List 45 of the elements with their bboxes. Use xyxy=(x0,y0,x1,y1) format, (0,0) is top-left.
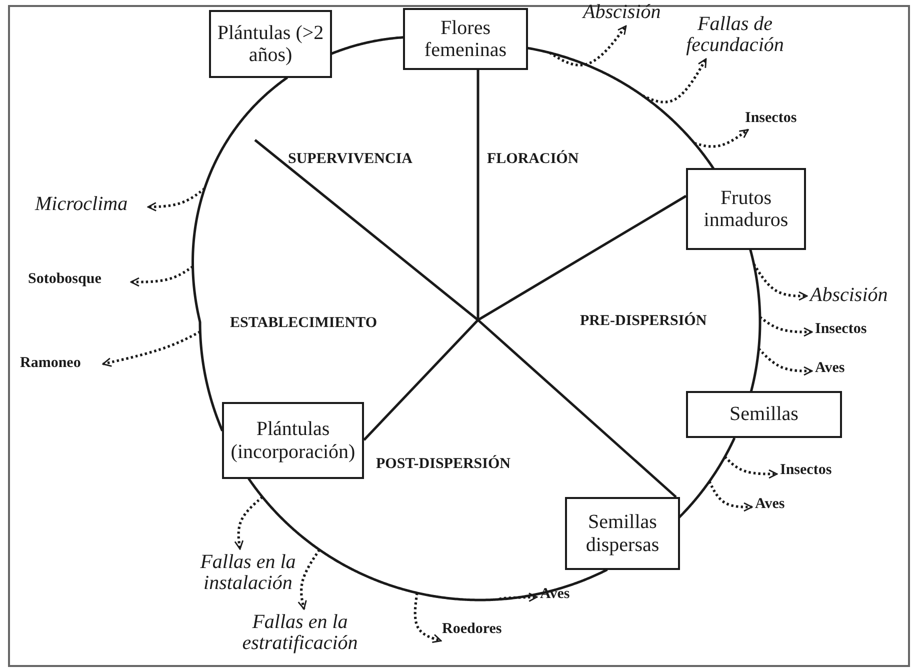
factor-label: Insectos xyxy=(815,322,895,338)
loss-arrow xyxy=(548,25,628,66)
factor-label: Aves xyxy=(755,497,815,513)
loss-arrow xyxy=(298,549,320,610)
factor-label: Fallas en la instalación xyxy=(190,552,306,594)
loss-arrow xyxy=(147,188,206,212)
loss-arrow xyxy=(708,480,753,512)
cycle-arc xyxy=(247,477,608,602)
loss-arrow xyxy=(102,330,201,367)
factor-label: Abscisión xyxy=(583,2,673,23)
phase-label: SUPERVIVENCIA xyxy=(288,151,412,168)
phase-label: PRE-DISPERSIÓN xyxy=(580,313,707,330)
stage-box: Plántulas (>2 años) xyxy=(209,10,332,78)
cycle-arc xyxy=(330,36,406,55)
factor-label: Roedores xyxy=(442,622,522,638)
cycle-arc xyxy=(749,248,762,394)
loss-arrow xyxy=(498,592,538,602)
cycle-arc xyxy=(192,76,289,432)
factor-label: Sotobosque xyxy=(28,272,128,288)
factor-label: Insectos xyxy=(745,111,825,127)
loss-arrow xyxy=(234,496,264,550)
loss-arrow xyxy=(694,128,749,148)
factor-label: Aves xyxy=(815,361,875,377)
factor-label: Fallas de fecundación xyxy=(676,14,794,56)
factor-label: Ramoneo xyxy=(20,356,100,372)
loss-arrow xyxy=(752,264,808,301)
loss-arrow xyxy=(759,316,813,337)
phase-label: ESTABLECIMIENTO xyxy=(230,315,377,332)
factor-label: Microclima xyxy=(35,194,145,215)
phase-label: FLORACIÓN xyxy=(487,151,579,168)
loss-arrow xyxy=(724,456,778,479)
factor-label: Abscisión xyxy=(810,285,900,306)
stage-box: Flores femeninas xyxy=(403,8,528,70)
stage-box: Frutos inmaduros xyxy=(686,168,806,250)
factor-label: Insectos xyxy=(780,463,860,479)
loss-arrow xyxy=(130,266,194,287)
factor-label: Fallas en la estratificación xyxy=(236,612,364,654)
cycle-arc xyxy=(528,46,715,170)
stage-box: Plántulas (incorporación) xyxy=(222,402,364,479)
loss-arrow xyxy=(758,348,813,376)
phase-label: POST-DISPERSIÓN xyxy=(376,456,510,473)
loss-arrow xyxy=(414,592,442,643)
stage-box: Semillas xyxy=(686,391,842,438)
loss-arrow xyxy=(642,58,708,104)
stage-box: Semillas dispersas xyxy=(565,497,680,570)
